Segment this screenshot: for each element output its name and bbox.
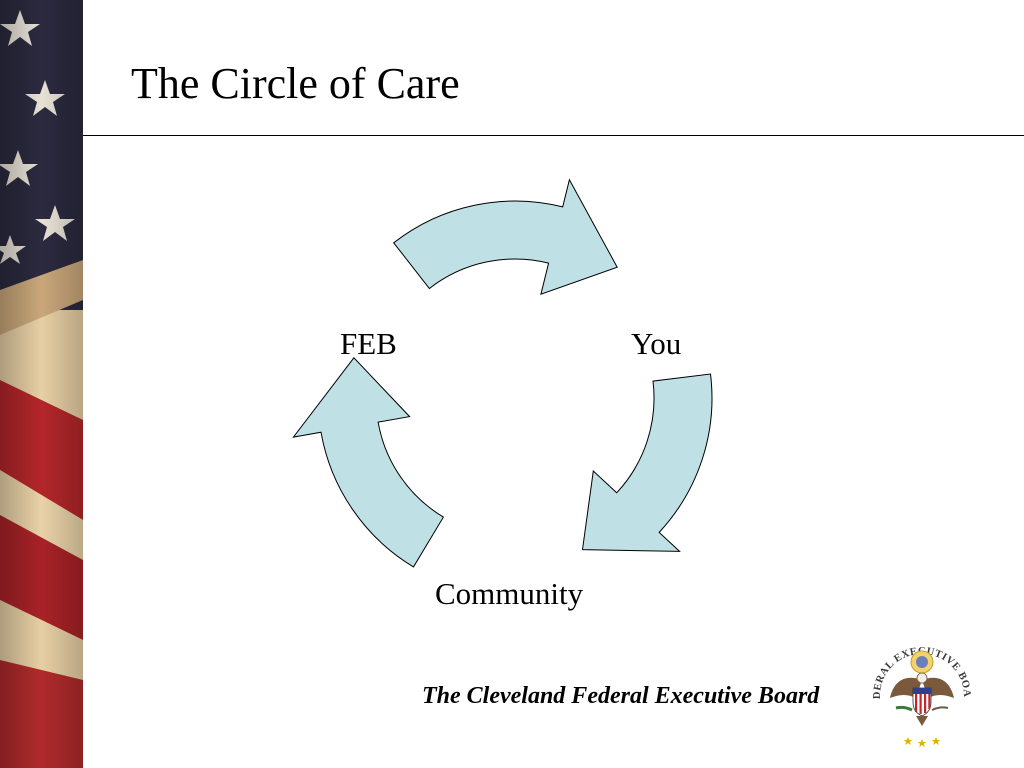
title-divider xyxy=(83,135,1024,136)
cycle-arrow-you-to-community xyxy=(581,373,713,552)
slide-title: The Circle of Care xyxy=(131,59,460,108)
footer-organization: The Cleveland Federal Executive Board xyxy=(422,683,820,709)
cycle-arrow-feb-to-you xyxy=(392,178,618,295)
feb-seal-logo: FEDERAL EXECUTIVE BOARD xyxy=(866,636,972,747)
node-label-you: You xyxy=(631,326,682,361)
node-label-community: Community xyxy=(435,576,584,611)
cycle-arrow-community-to-feb xyxy=(292,357,445,568)
flag-strip-image xyxy=(0,0,83,768)
node-label-feb: FEB xyxy=(340,326,397,361)
